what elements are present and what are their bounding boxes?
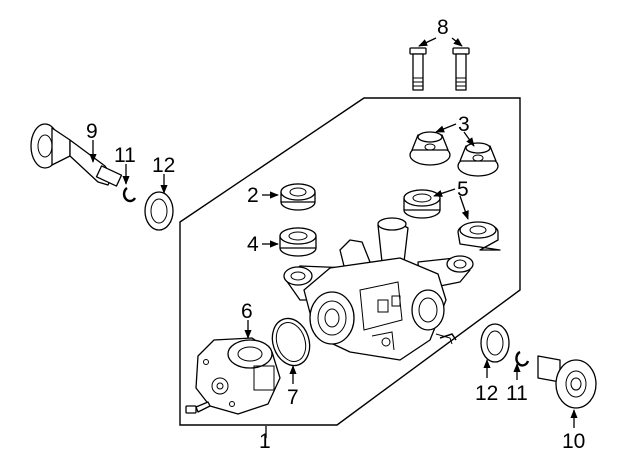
snap-ring-part-11-right: [515, 350, 530, 367]
seal-part-12-right: [480, 323, 510, 363]
axle-flange-part-10: [537, 355, 597, 409]
stop-part-5-right: [457, 221, 501, 251]
o-ring-part-7: [271, 317, 311, 367]
snap-ring-part-11-left: [122, 187, 137, 203]
cover-bolt: [185, 401, 211, 414]
cover-part-6: [195, 337, 281, 415]
callout-9: 9: [86, 120, 98, 143]
mount-part-3-right: [457, 142, 499, 177]
callout-10: 10: [562, 430, 585, 453]
callout-6: 6: [241, 300, 253, 323]
callout-2: 2: [247, 184, 259, 207]
callout-11-right: 11: [506, 382, 528, 405]
callout-7: 7: [287, 386, 299, 409]
callout-8: 8: [437, 16, 449, 39]
callout-4: 4: [247, 233, 259, 256]
bolt-part-8-right: [452, 47, 470, 91]
callout-12-right: 12: [475, 382, 498, 405]
retaining-clip: [439, 333, 457, 341]
axle-shaft-part-9: [30, 123, 123, 187]
callout-5: 5: [457, 178, 469, 201]
callout-12-left: 12: [152, 154, 175, 177]
mount-part-3-left: [409, 131, 451, 166]
bolt-part-8-left: [409, 47, 427, 91]
bushing-part-5-left: [403, 189, 441, 219]
seal-part-12-left: [144, 191, 174, 231]
bushing-part-2: [280, 183, 316, 211]
assembly-outline: [179, 97, 521, 426]
leader-lines: [89, 37, 578, 438]
differential-housing: [283, 217, 474, 361]
callout-11-left: 11: [114, 144, 136, 167]
bushing-part-4: [279, 227, 317, 257]
callout-1: 1: [259, 430, 271, 453]
callout-3: 3: [458, 113, 470, 136]
